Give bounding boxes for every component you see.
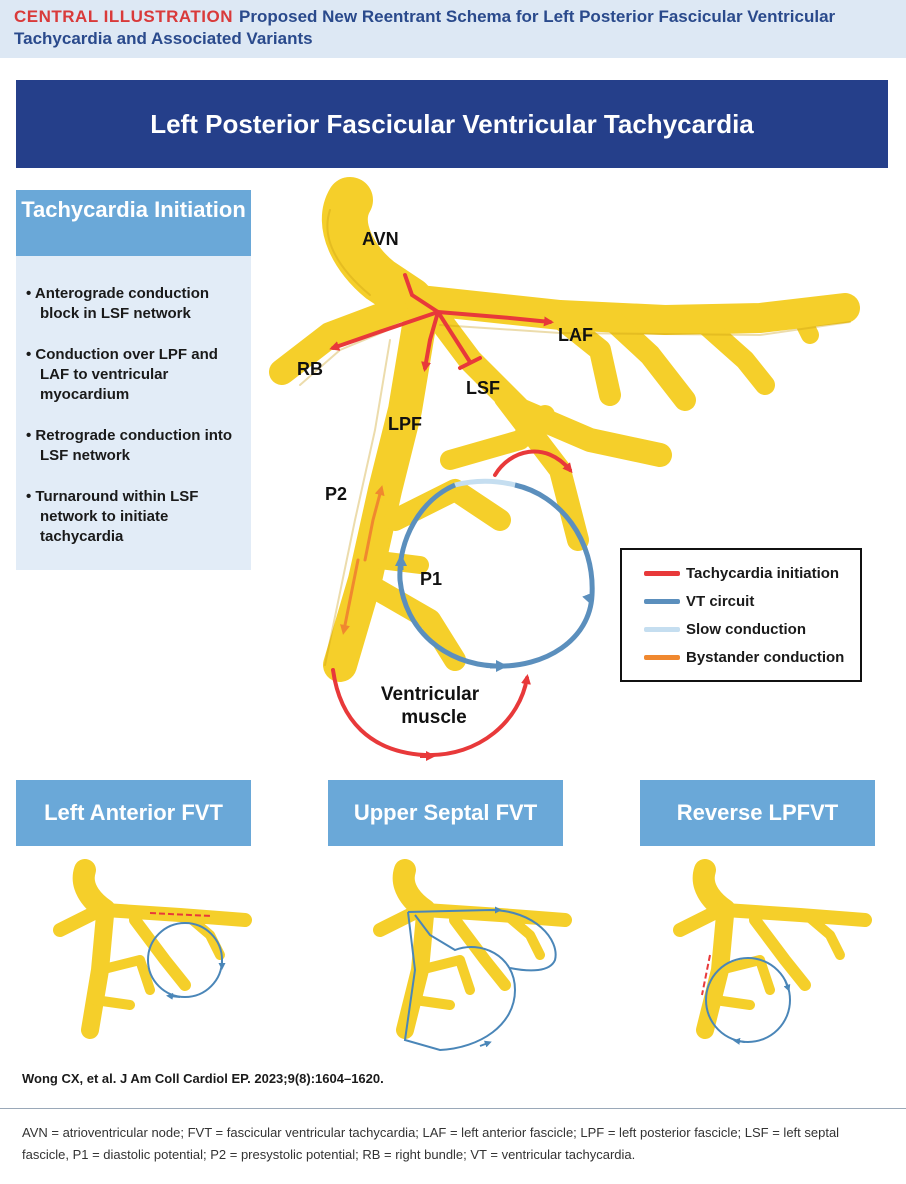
legend-label: Slow conduction xyxy=(686,620,806,638)
legend-item: Tachycardia initiation xyxy=(644,562,839,584)
label-muscle-2: muscle xyxy=(401,707,466,728)
main-title-bar: Left Posterior Fascicular Ventricular Ta… xyxy=(16,80,888,168)
lpf-branch xyxy=(367,579,466,671)
initiation-point: Anterograde conduction block in LSF netw… xyxy=(26,284,246,324)
legend-swatch xyxy=(644,570,680,576)
initiation-panel: Tachycardia Initiation Anterograde condu… xyxy=(16,190,251,570)
initiation-point: Conduction over LPF and LAF to ventricul… xyxy=(26,345,246,405)
initiation-point: Retrograde conduction into LSF network xyxy=(26,426,246,466)
legend-label: Tachycardia initiation xyxy=(686,564,840,582)
lpf-branch xyxy=(384,479,511,531)
main-title: Left Posterior Fascicular Ventricular Ta… xyxy=(150,108,754,139)
laf-branch xyxy=(599,307,696,411)
bystander-paths xyxy=(340,485,385,635)
legend-swatch xyxy=(644,626,680,632)
label-avn: AVN xyxy=(362,229,399,249)
variant-label-left-anterior: Left Anterior FVT xyxy=(16,780,251,846)
legend-label: VT circuit xyxy=(686,592,755,610)
initiation-to-laf xyxy=(436,310,554,327)
laf-branch xyxy=(690,310,775,395)
legend-swatch xyxy=(644,654,680,660)
label-lsf: LSF xyxy=(466,378,500,398)
divider xyxy=(0,1108,906,1109)
legend-label: Bystander conduction xyxy=(686,648,845,666)
legend: Tachycardia initiation VT circuit Slow c… xyxy=(620,548,862,682)
header-band xyxy=(0,0,906,58)
laf-branch xyxy=(549,307,621,406)
legend-item: Bystander conduction xyxy=(644,646,844,668)
variant-thumb-reverse xyxy=(673,859,872,1045)
thumb-vt-septal xyxy=(403,911,517,1052)
rb-branch xyxy=(269,292,423,385)
avn-node xyxy=(321,177,433,323)
initiation-lsf-block xyxy=(436,310,472,364)
legend-item: Slow conduction xyxy=(644,618,806,640)
initiation-heading: Tachycardia Initiation xyxy=(16,190,251,256)
initiation-turnaround xyxy=(493,449,573,477)
initiation-list: Anterograde conduction block in LSF netw… xyxy=(26,284,246,568)
variant-thumb-upper-septal xyxy=(373,859,572,1052)
initiation-to-lpf xyxy=(421,310,440,372)
legend-item: VT circuit xyxy=(644,590,754,612)
conduction-diagram: AVN LAF RB LSF LPF P2 P1 Ventricular mus… xyxy=(53,177,872,1052)
lsf-block-bar xyxy=(458,356,482,370)
variant-thumb-left-anterior xyxy=(53,859,252,1039)
header-kicker: CENTRAL ILLUSTRATION xyxy=(14,7,234,26)
initiation-point: Turnaround within LSF network to initiat… xyxy=(26,487,246,547)
abbreviations-footnote: AVN = atrioventricular node; FVT = fasci… xyxy=(22,1125,840,1162)
label-p2: P2 xyxy=(325,484,347,504)
vt-arrow xyxy=(582,592,594,606)
thumb-red xyxy=(149,912,213,917)
label-lpf: LPF xyxy=(388,414,422,434)
variant-label-upper-septal: Upper Septal FVT xyxy=(328,780,563,846)
slow-conduction-segment xyxy=(454,478,516,488)
thumb-vt-loop xyxy=(705,957,791,1043)
label-p1: P1 xyxy=(420,569,442,589)
bystander-up xyxy=(363,485,385,562)
lpf-trunk xyxy=(323,303,437,682)
label-muscle-1: Ventricular xyxy=(381,684,480,705)
lsf-network xyxy=(494,387,589,551)
laf-trunk xyxy=(405,285,860,335)
lsf-network xyxy=(440,405,555,470)
legend-swatch xyxy=(644,598,680,604)
bystander-down xyxy=(340,558,360,635)
thumb-orange xyxy=(701,954,711,996)
initiation-to-rb xyxy=(329,310,440,351)
label-laf: LAF xyxy=(558,325,593,345)
header-title: Proposed New Reentrant Schema for Left P… xyxy=(14,7,836,48)
citation: Wong CX, et al. J Am Coll Cardiol EP. 20… xyxy=(22,1071,384,1086)
label-rb: RB xyxy=(297,359,323,379)
initiation-from-avn xyxy=(403,273,440,314)
thumb-vt-upper xyxy=(407,908,557,972)
laf-branch xyxy=(791,306,819,344)
variant-label-reverse: Reverse LPFVT xyxy=(640,780,875,846)
